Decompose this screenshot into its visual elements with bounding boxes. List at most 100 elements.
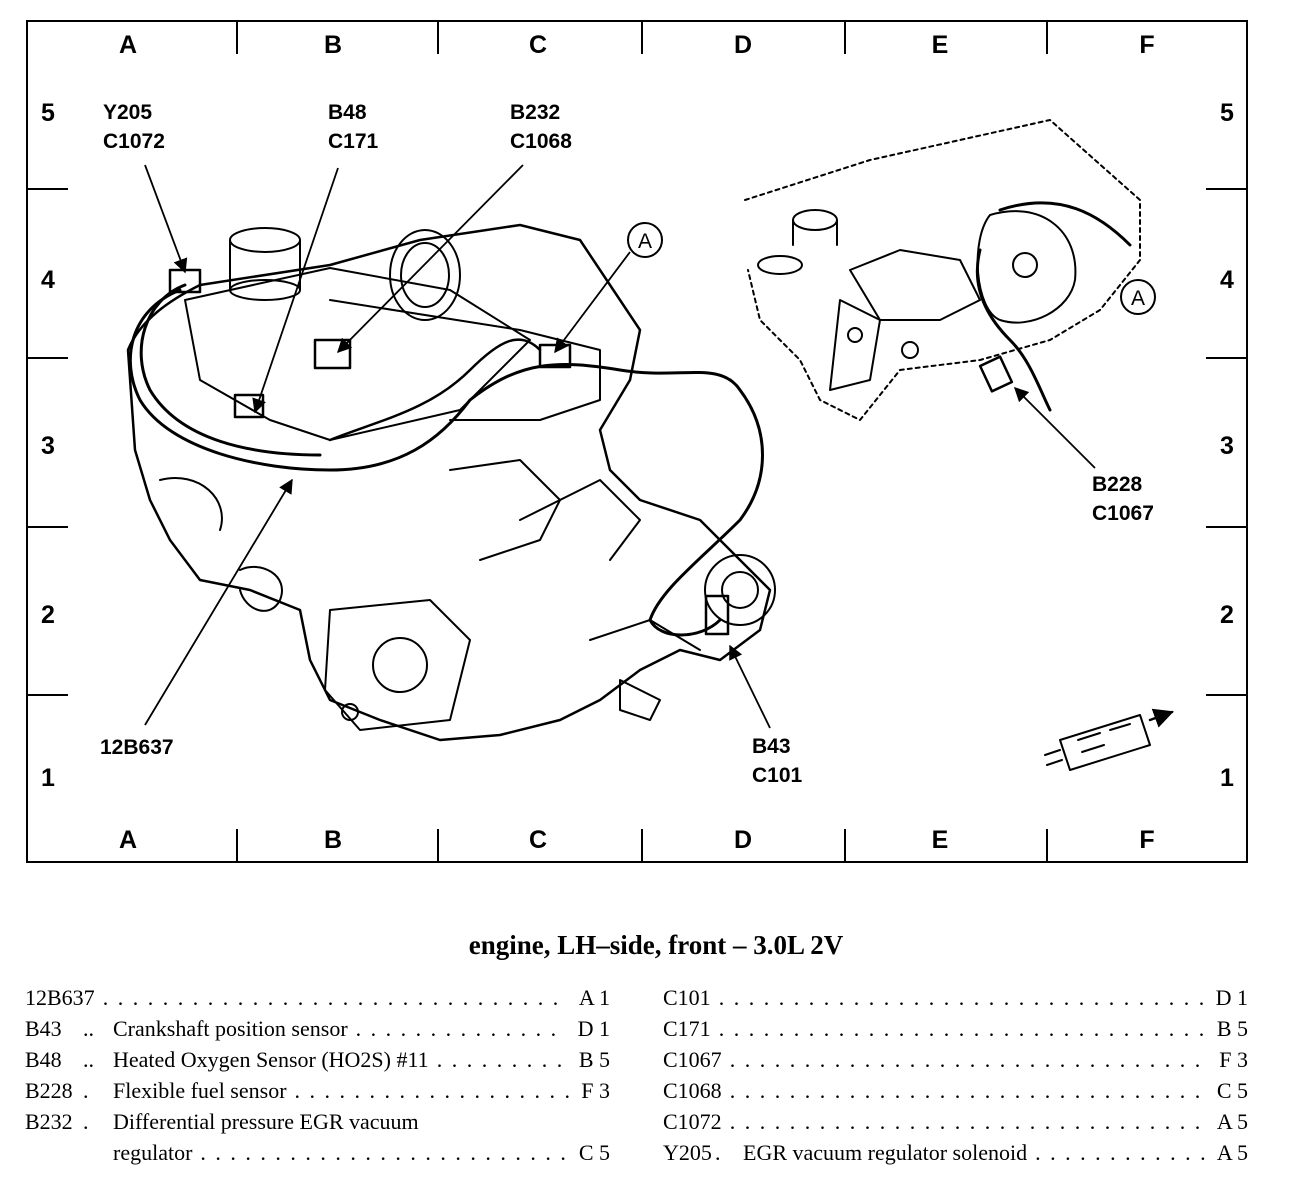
callout-b232: B232 C1068 bbox=[510, 98, 572, 156]
dot-leader: . . . . . . . . . . . . . . . . . . . . … bbox=[1035, 1140, 1205, 1165]
callout-line: C171 bbox=[328, 130, 379, 153]
index-code: B43 bbox=[25, 1016, 62, 1041]
dot-leader: . . . . . . . . . . . . . . . . . . . . … bbox=[200, 1140, 566, 1165]
dot-leader: . . . . . . . . . . . . . . . . . . . . … bbox=[436, 1047, 567, 1072]
grid-row-label: 4 bbox=[41, 266, 55, 294]
grid-col-label: C bbox=[528, 826, 548, 854]
callout-line: B228 bbox=[1092, 473, 1143, 496]
connector-icon bbox=[1059, 714, 1151, 771]
index-separator: .. bbox=[83, 1047, 94, 1072]
index-description: regulator bbox=[113, 1140, 193, 1165]
callout-y205: Y205 C1072 bbox=[103, 98, 165, 156]
callout-a-main-label: A bbox=[638, 230, 652, 253]
grid-tick bbox=[437, 829, 439, 861]
callout-b228: B228 C1067 bbox=[1092, 470, 1154, 528]
callout-line: C1072 bbox=[103, 130, 165, 153]
leader-line-a bbox=[554, 251, 631, 354]
callout-12b637: 12B637 bbox=[100, 733, 174, 762]
grid-tick bbox=[236, 829, 238, 861]
index-row: C171 . . . . . . . . . . . . . . . . . . … bbox=[663, 1016, 1248, 1047]
index-row: regulator . . . . . . . . . . . . . . . .… bbox=[25, 1140, 610, 1171]
index-row: C101 . . . . . . . . . . . . . . . . . . … bbox=[663, 985, 1248, 1016]
grid-row-label: 2 bbox=[1220, 601, 1234, 629]
diagram-title: engine, LH–side, front – 3.0L 2V bbox=[468, 930, 844, 960]
index-location: A 5 bbox=[1216, 1109, 1248, 1134]
index-row: C1067. . . . . . . . . . . . . . . . . .… bbox=[663, 1047, 1248, 1078]
dot-leader: . . . . . . . . . . . . . . . . . . . . … bbox=[718, 1016, 1205, 1041]
dot-leader: . . . . . . . . . . . . . . . . . . . . … bbox=[718, 985, 1204, 1010]
grid-tick bbox=[1206, 188, 1246, 190]
index-code: C1068 bbox=[663, 1078, 722, 1103]
index-description: Differential pressure EGR vacuum bbox=[113, 1109, 419, 1134]
index-location: D 1 bbox=[1215, 985, 1248, 1010]
grid-tick bbox=[437, 22, 439, 54]
grid-col-label: F bbox=[1139, 31, 1155, 59]
grid-col-label: B bbox=[323, 826, 343, 854]
index-row: 12B637 . . . . . . . . . . . . . . . . . … bbox=[25, 985, 610, 1016]
grid-col-label: E bbox=[931, 31, 949, 59]
index-code: C171 bbox=[663, 1016, 711, 1041]
dot-leader: . . . . . . . . . . . . . . . . . . . . … bbox=[102, 985, 567, 1010]
callout-circle-a-detail bbox=[1120, 279, 1156, 315]
callout-line: C1068 bbox=[510, 130, 572, 153]
index-location: D 1 bbox=[577, 1016, 610, 1041]
index-separator: .. bbox=[83, 1016, 94, 1041]
callout-line: Y205 bbox=[103, 101, 153, 124]
index-separator: . bbox=[83, 1078, 89, 1103]
index-description: Flexible fuel sensor bbox=[113, 1078, 287, 1103]
index-location: A 5 bbox=[1216, 1140, 1248, 1165]
dot-leader: . . . . . . . . . . . . . . . . . . . . … bbox=[355, 1016, 566, 1041]
grid-col-label: A bbox=[118, 826, 138, 854]
index-description: Crankshaft position sensor bbox=[113, 1016, 348, 1041]
index-code: C101 bbox=[663, 985, 711, 1010]
grid-col-label: D bbox=[733, 31, 753, 59]
callout-line: 12B637 bbox=[100, 736, 174, 759]
index-code: Y205 bbox=[663, 1140, 712, 1165]
grid-tick bbox=[28, 526, 68, 528]
grid-col-label: C bbox=[528, 31, 548, 59]
grid-col-label: A bbox=[118, 31, 138, 59]
index-separator: . bbox=[715, 1140, 721, 1165]
detail-view-outline bbox=[744, 119, 1141, 421]
dot-leader: . . . . . . . . . . . . . . . . . . . . … bbox=[729, 1078, 1205, 1103]
index-code: C1072 bbox=[663, 1109, 722, 1134]
callout-b48: B48 C171 bbox=[328, 98, 378, 156]
index-row: C1072 . . . . . . . . . . . . . . . . . .… bbox=[663, 1109, 1248, 1140]
index-row: B48..Heated Oxygen Sensor (HO2S) #11. . … bbox=[25, 1047, 610, 1078]
index-location: C 5 bbox=[578, 1140, 610, 1165]
component-index-right: C101. . . . . . . . . . . . . . . . . . … bbox=[663, 985, 1248, 1171]
index-code: B48 bbox=[25, 1047, 62, 1072]
grid-row-label: 2 bbox=[41, 601, 55, 629]
diagram-frame bbox=[26, 20, 1248, 863]
component-index-left: 12B637. . . . . . . . . . . . . . . . . … bbox=[25, 985, 610, 1171]
grid-tick bbox=[844, 22, 846, 54]
grid-row-label: 1 bbox=[1220, 764, 1234, 792]
callout-line: B48 bbox=[328, 101, 367, 124]
index-location: B 5 bbox=[1216, 1016, 1248, 1041]
grid-tick bbox=[641, 22, 643, 54]
index-location: F 3 bbox=[1219, 1047, 1248, 1072]
index-code: B228 bbox=[25, 1078, 73, 1103]
index-row: B43.. Crankshaft position sensor . . . . .… bbox=[25, 1016, 610, 1047]
index-code: B232 bbox=[25, 1109, 73, 1134]
grid-row-label: 5 bbox=[1220, 99, 1234, 127]
grid-col-label: E bbox=[931, 826, 949, 854]
callout-circle-a-main bbox=[627, 222, 663, 258]
index-row: Y205. EGR vacuum regulator solenoid . . . … bbox=[663, 1140, 1248, 1171]
grid-row-label: 4 bbox=[1220, 266, 1234, 294]
index-code: 12B637 bbox=[25, 985, 95, 1010]
grid-tick bbox=[28, 357, 68, 359]
leader-line-12b637 bbox=[144, 478, 293, 726]
leader-line-b48 bbox=[252, 167, 339, 414]
index-row: C1068 . . . . . . . . . . . . . . . . . .… bbox=[663, 1078, 1248, 1109]
callout-line: B232 bbox=[510, 101, 561, 124]
grid-row-label: 1 bbox=[41, 764, 55, 792]
leader-line-y205 bbox=[144, 164, 188, 274]
index-row: B232.Differential pressure EGR vacuum bbox=[25, 1109, 610, 1140]
grid-tick bbox=[28, 694, 68, 696]
index-location: C 5 bbox=[1216, 1078, 1248, 1103]
index-row: B228.Flexible fuel sensor. . . . . . . .… bbox=[25, 1078, 610, 1109]
grid-tick bbox=[641, 829, 643, 861]
index-description: EGR vacuum regulator solenoid bbox=[743, 1140, 1028, 1165]
dot-leader: . . . . . . . . . . . . . . . . . . . . … bbox=[729, 1109, 1205, 1134]
